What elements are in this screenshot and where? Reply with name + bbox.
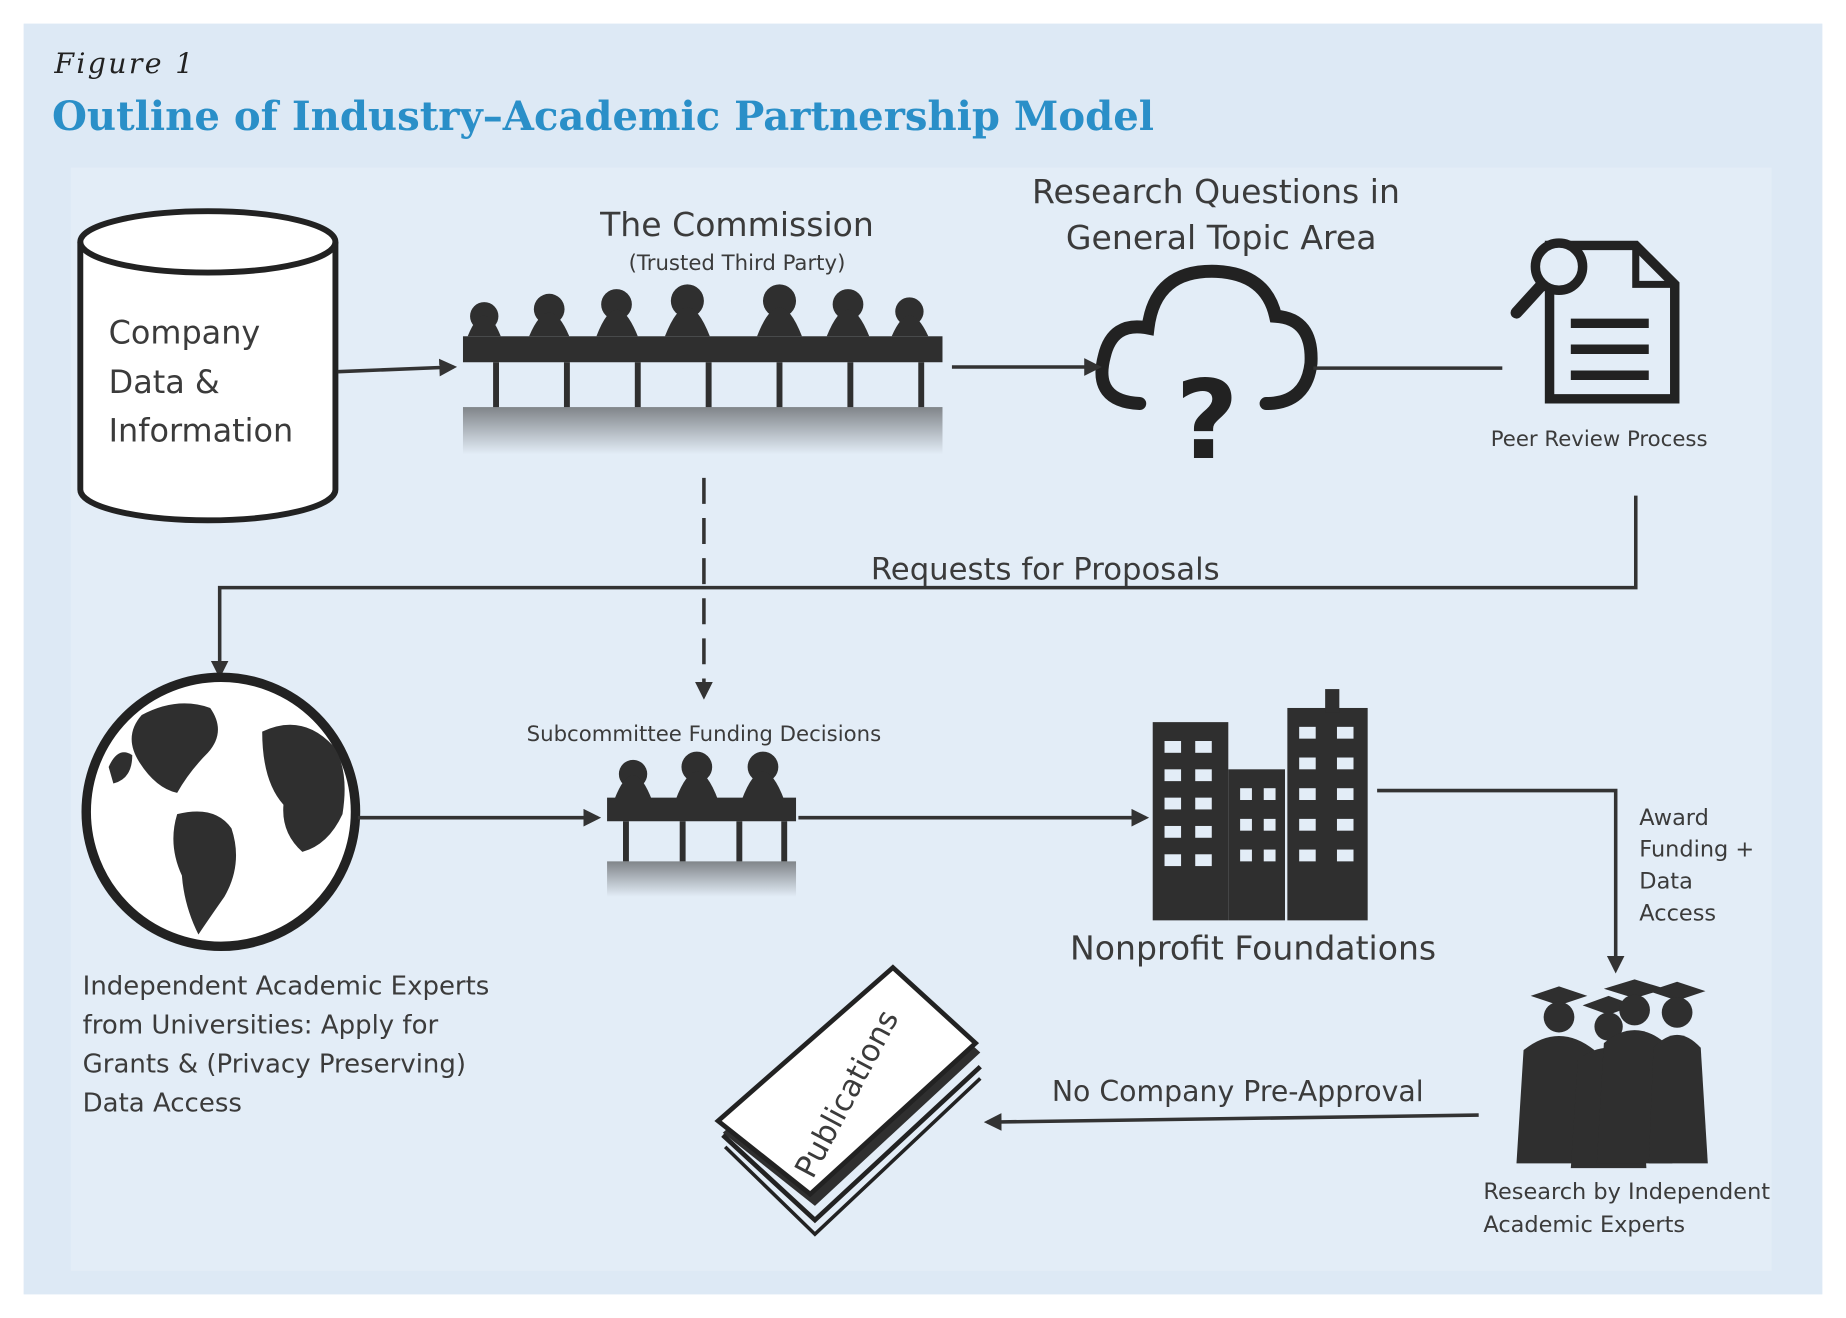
subcommittee-meeting-icon [607, 751, 797, 897]
requests-for-proposals-label: Requests for Proposals [871, 552, 1220, 587]
commission-subtitle: (Trusted Third Party) [629, 251, 846, 276]
research-questions-label: Research Questions in General Topic Area [1032, 172, 1410, 257]
publications-book-icon: Publications [714, 964, 982, 1237]
figure-title: Outline of Industry–Academic Partnership… [52, 93, 1154, 140]
globe-icon [81, 672, 361, 952]
nonprofits-label: Nonprofit Foundations [1070, 928, 1436, 967]
graduates-icon [1516, 979, 1708, 1169]
research-by-experts-label: Research by Independent Academic Experts [1483, 1179, 1777, 1238]
arrow-nonprofits-to-research [1377, 788, 1625, 974]
question-cloud-icon: ? [1095, 264, 1318, 484]
subcommittee-label: Subcommittee Funding Decisions [527, 722, 882, 747]
database-cylinder-icon [77, 208, 339, 524]
commission-meeting-icon [462, 284, 943, 455]
academic-experts-label: Independent Academic Experts from Univer… [83, 972, 498, 1119]
arrow-requests-for-proposals [210, 495, 1638, 679]
no-preapproval-label: No Company Pre-Approval [1052, 1075, 1424, 1108]
company-data-label: Company Data & Information [109, 313, 294, 449]
commission-title: The Commission [599, 205, 874, 244]
arrow-data-to-commission [337, 358, 458, 377]
buildings-icon [1152, 689, 1368, 921]
document-search-icon [1510, 238, 1680, 404]
svg-text:?: ? [1176, 357, 1239, 484]
arrow-research-to-publications [983, 1113, 1479, 1131]
award-funding-label: Award Funding + Data Access [1639, 805, 1761, 927]
figure-label: Figure 1 [53, 47, 195, 80]
peer-review-label: Peer Review Process [1491, 427, 1708, 452]
